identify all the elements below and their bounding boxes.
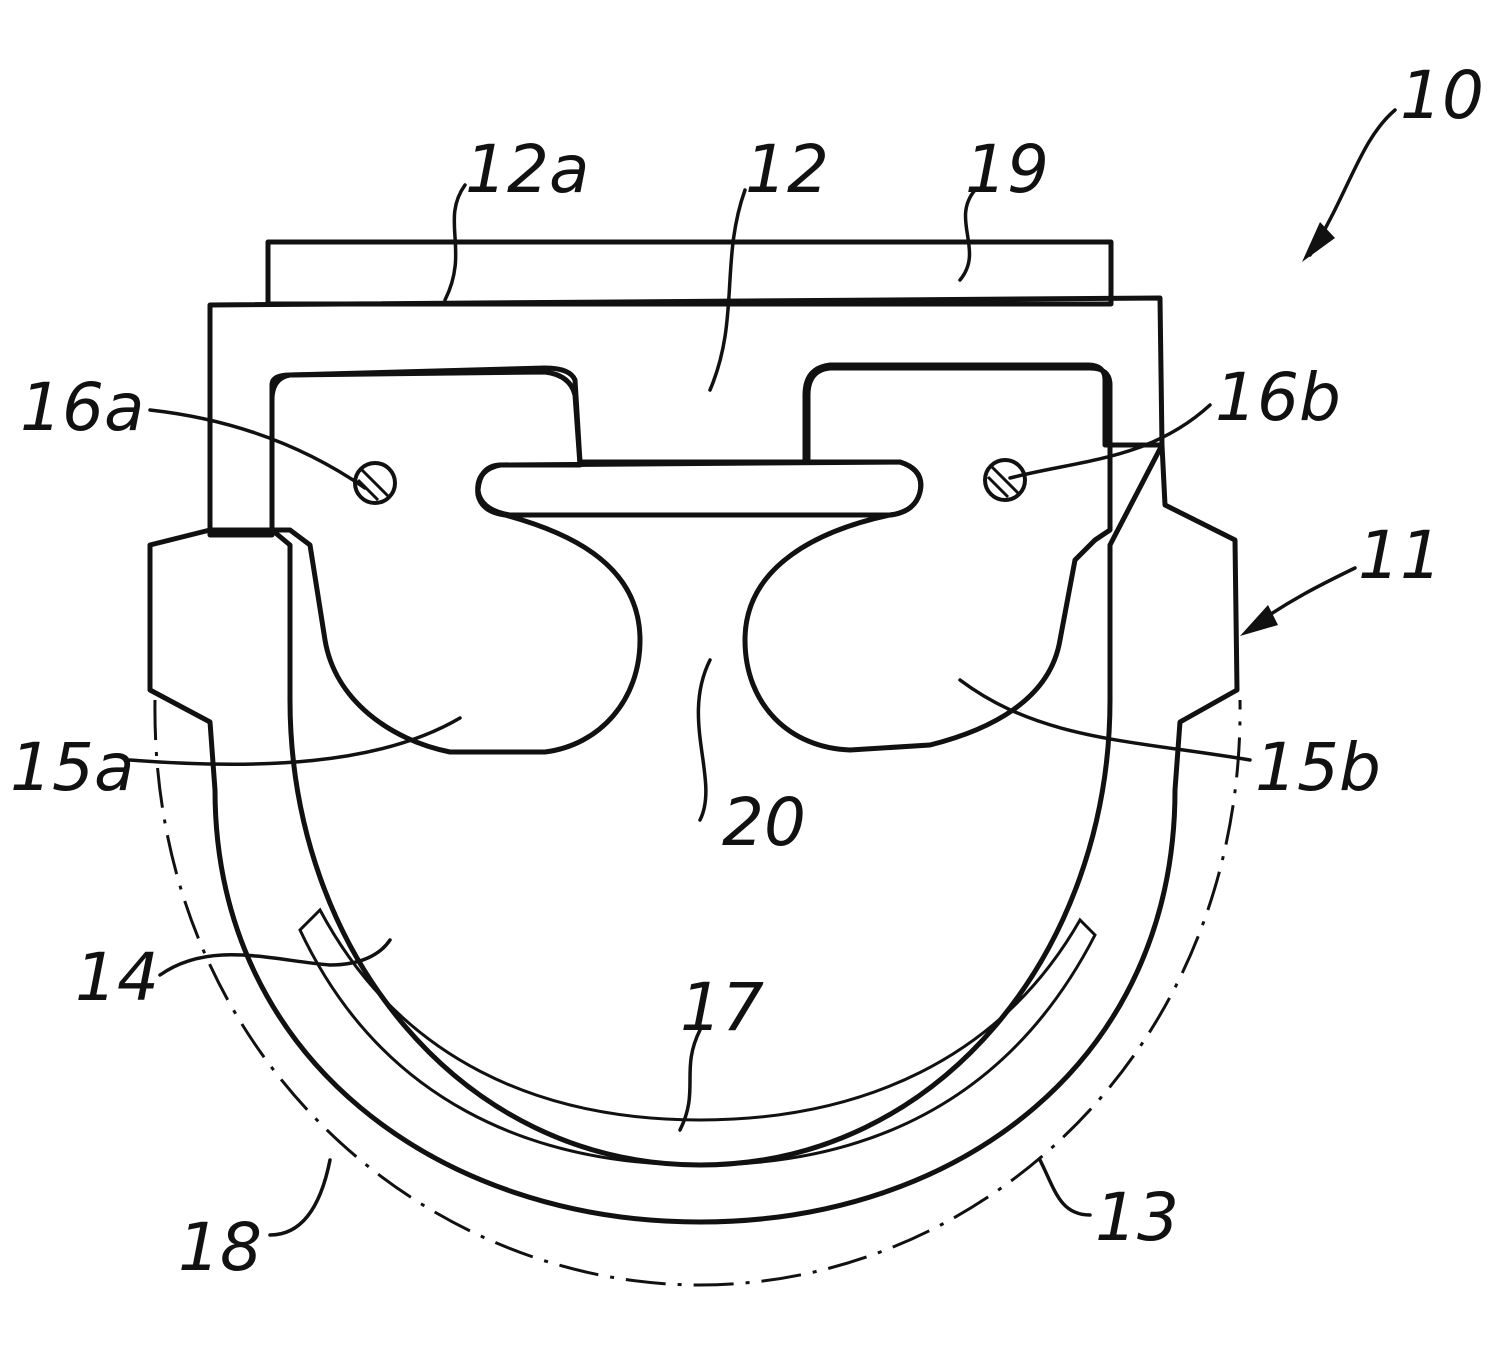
label-18: 18 [178, 1209, 262, 1286]
label-15a: 15a [10, 729, 134, 806]
upper-body-12 [210, 298, 1162, 535]
leader-12 [710, 190, 745, 390]
leader-15b [960, 680, 1250, 760]
leader-13 [1040, 1160, 1090, 1215]
label-15b: 15b [1255, 729, 1381, 806]
arrow-10 [1302, 222, 1335, 262]
label-17: 17 [680, 969, 764, 1046]
label-19: 19 [965, 131, 1049, 208]
label-10: 10 [1400, 57, 1484, 134]
leader-18 [270, 1160, 330, 1235]
central-slot-20 [478, 462, 921, 515]
seal-lip-15b [745, 368, 1110, 750]
leader-16a [150, 410, 365, 488]
seal-lip-15a [272, 372, 640, 752]
label-16a: 16a [20, 369, 144, 446]
label-12a: 12a [465, 131, 589, 208]
label-12: 12 [745, 131, 829, 208]
label-20: 20 [722, 784, 806, 861]
label-13: 13 [1095, 1179, 1179, 1256]
label-14: 14 [75, 939, 159, 1016]
label-11: 11 [1358, 517, 1442, 594]
leader-20 [698, 660, 710, 820]
strip-19 [268, 242, 1111, 304]
label-16b: 16b [1215, 359, 1341, 436]
arrow-11 [1240, 605, 1278, 636]
